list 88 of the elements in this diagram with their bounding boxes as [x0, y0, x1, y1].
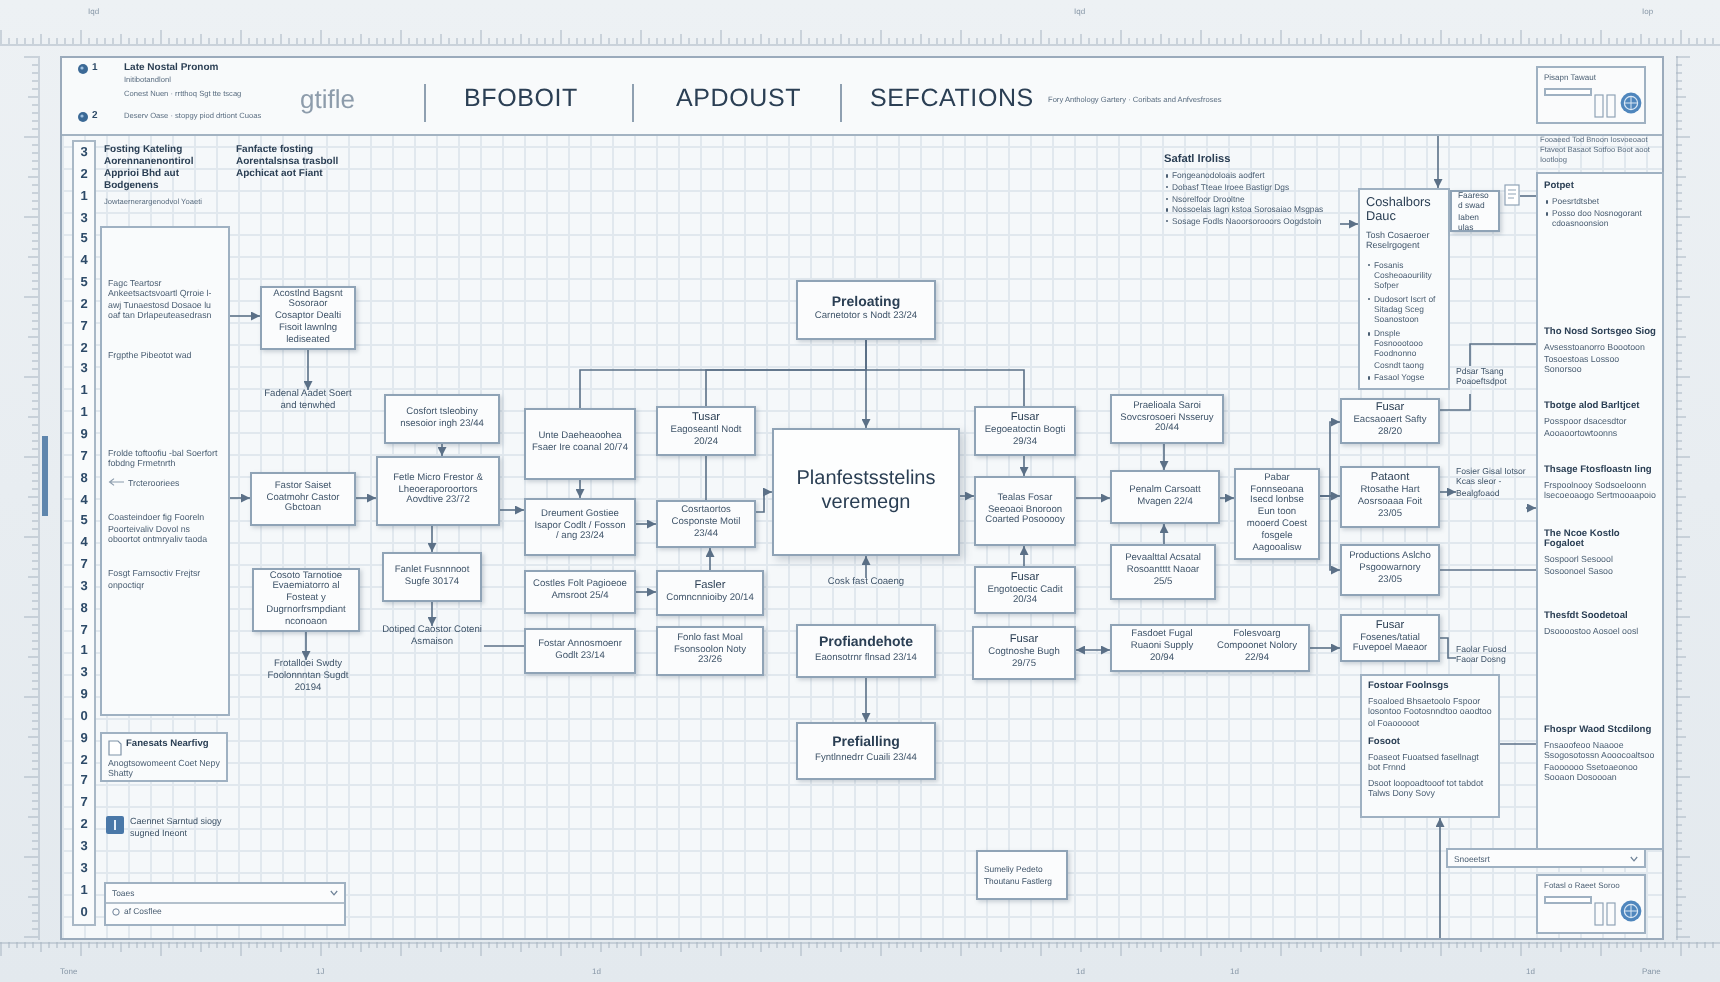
- connector-line: [483, 645, 525, 647]
- process-box: [656, 500, 756, 548]
- widget-panel: [1536, 874, 1646, 934]
- header-title: SEFCATIONS: [870, 84, 1034, 114]
- process-box: [976, 850, 1068, 900]
- process-box: [250, 472, 356, 526]
- arrow: [499, 505, 525, 515]
- process-box: [1340, 544, 1440, 596]
- process-box: [656, 626, 764, 676]
- arrow: [861, 677, 871, 723]
- process-box: [974, 406, 1076, 456]
- process-box: [376, 456, 500, 526]
- process-box: [524, 498, 636, 556]
- process-box: [656, 570, 764, 616]
- connector-line: [705, 455, 707, 501]
- arrow: [635, 519, 657, 529]
- connector-line: [1439, 393, 1471, 411]
- process-box: [1340, 398, 1440, 444]
- process-box: [796, 722, 936, 780]
- process-box: [524, 408, 636, 480]
- info-panel: [1536, 172, 1664, 850]
- connector-line: [1519, 195, 1537, 197]
- connector-line: [1469, 343, 1537, 367]
- process-box: [524, 628, 636, 674]
- arrow: [1435, 817, 1445, 939]
- arrow: [1219, 493, 1235, 503]
- arrow: [301, 631, 311, 661]
- arrow: [635, 587, 657, 597]
- connector-line: [1439, 637, 1457, 659]
- process-box: [252, 568, 360, 632]
- process-box: [772, 428, 960, 556]
- arrow: [959, 491, 975, 501]
- info-panel: [100, 226, 230, 716]
- header-band: [62, 58, 1662, 136]
- process-box: [1340, 466, 1440, 528]
- arrow: [1019, 545, 1029, 567]
- arrow: [427, 601, 437, 627]
- arrow: [755, 487, 773, 513]
- process-box: [974, 566, 1076, 614]
- header-title: gtifle: [300, 84, 355, 114]
- process-box: [260, 286, 356, 350]
- arrow: [1433, 135, 1443, 189]
- process-box: [974, 476, 1076, 546]
- arrow: [1075, 645, 1111, 655]
- process-box: [1110, 470, 1220, 524]
- arrow: [1075, 493, 1111, 503]
- arrow: [1339, 219, 1359, 229]
- process-box: [796, 280, 936, 340]
- dropdown-field: [1446, 848, 1646, 868]
- arrow: [303, 349, 313, 391]
- process-box: [524, 570, 636, 614]
- info-panel: [1358, 188, 1450, 390]
- widget-panel: [1536, 66, 1646, 124]
- process-box: [656, 406, 756, 456]
- process-box: [1340, 614, 1440, 662]
- process-box: [384, 394, 500, 444]
- arrow: [1019, 455, 1029, 477]
- arrow: [1439, 487, 1457, 497]
- connector-line: [1499, 743, 1537, 745]
- header-title: BFOBOIT: [464, 84, 578, 114]
- arrow: [1319, 495, 1341, 575]
- process-box: [382, 552, 482, 602]
- arrow: [229, 311, 261, 321]
- arrow: [437, 443, 447, 457]
- connector-line: [865, 339, 1025, 407]
- connector-line: [1439, 569, 1537, 571]
- info-panel: [1360, 674, 1500, 818]
- dropdown-field: [104, 882, 346, 926]
- arrow: [355, 493, 377, 503]
- arrow: [427, 525, 437, 553]
- arrow: [861, 555, 871, 579]
- arrow: [575, 479, 585, 499]
- arrow: [229, 493, 251, 503]
- arrow: [1309, 643, 1341, 653]
- header-title: APDOUST: [676, 84, 802, 114]
- process-box: [796, 624, 936, 678]
- process-box: [1110, 544, 1216, 600]
- process-box: [1110, 624, 1310, 672]
- document-icon: [1504, 184, 1520, 206]
- process-box: [1450, 190, 1500, 232]
- arrow: [1159, 443, 1169, 471]
- box-title: Planfestsstelins veremegn: [794, 467, 938, 517]
- process-box: [1110, 394, 1224, 444]
- info-card: [100, 732, 228, 782]
- arrow: [1159, 523, 1169, 545]
- process-box: [972, 626, 1076, 680]
- arrow: [705, 547, 715, 571]
- arrow: [1525, 503, 1537, 513]
